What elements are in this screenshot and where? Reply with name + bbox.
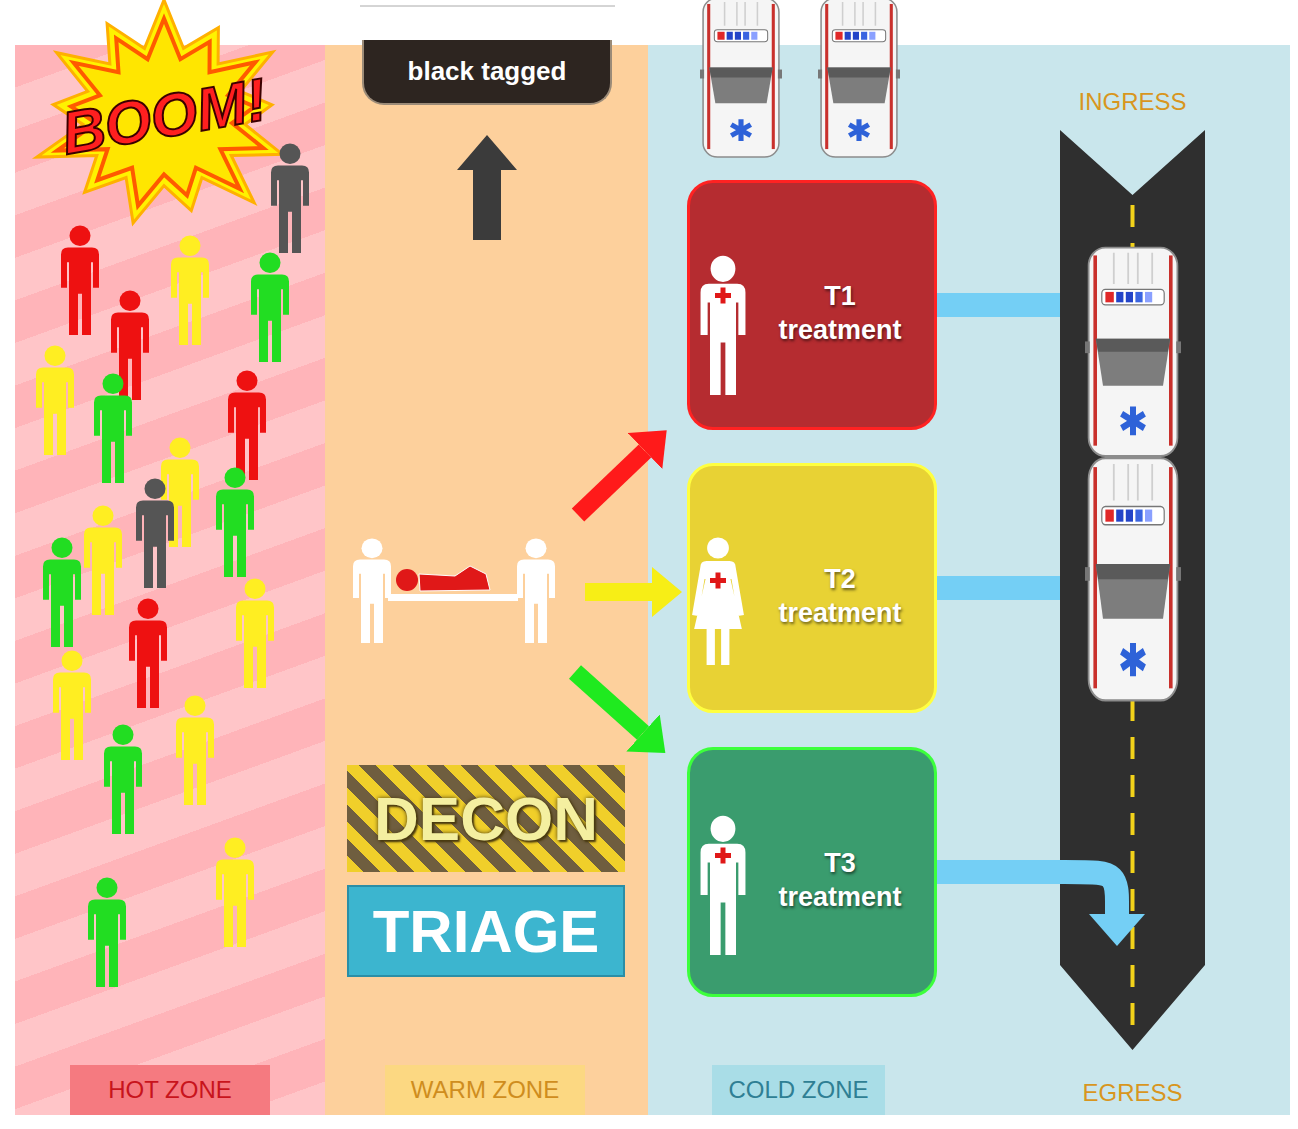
- road-label: EGRESS: [1010, 1078, 1255, 1108]
- victim-figure: [171, 235, 209, 345]
- victim-figure: [53, 650, 91, 760]
- victim-figure: [216, 467, 254, 577]
- medic-figure: [701, 256, 746, 395]
- red-cross: [721, 288, 726, 304]
- victim-figure: [61, 225, 99, 335]
- ambulance: [700, 0, 782, 157]
- triage-arrow: [585, 583, 652, 601]
- victim-figure: [251, 252, 289, 362]
- treatment-label: T1 treatment: [770, 278, 910, 348]
- victim-figure: [136, 478, 174, 588]
- zone-label: COLD ZONE: [712, 1065, 885, 1115]
- road-outline: [1060, 130, 1205, 1050]
- nurse-figure: [692, 538, 744, 666]
- victim-figure: [216, 837, 254, 947]
- red-cross: [715, 293, 731, 298]
- box-label: DECON: [347, 765, 625, 872]
- ambulance: [818, 0, 900, 157]
- treatment-box: T1 treatment: [687, 180, 937, 430]
- cold-zone-band: COLD ZONE T1 treatment T2 treatment T3 trea…: [648, 45, 1290, 1115]
- treatment-box: T3 treatment: [687, 747, 937, 997]
- center-line: [1131, 205, 1135, 1035]
- zone-label: WARM ZONE: [385, 1065, 585, 1115]
- stretcher: [388, 594, 518, 601]
- medic-figure: [701, 816, 746, 955]
- box-label: black tagged: [364, 40, 610, 103]
- patient-head: [396, 569, 418, 591]
- treatment-label: T3 treatment: [770, 845, 910, 915]
- triage-arrow: [575, 672, 643, 733]
- ambulance: [1085, 458, 1181, 700]
- treatment-box: T2 treatment: [687, 463, 937, 713]
- burst-text: BOOM!: [10, 0, 318, 254]
- ambulance: [1085, 248, 1181, 456]
- patient-body: [419, 566, 490, 591]
- victim-figure: [88, 877, 126, 987]
- box-label: TRIAGE: [349, 887, 623, 975]
- victim-figure: [111, 290, 149, 400]
- red-cross: [716, 573, 721, 589]
- treatment-label: T2 treatment: [770, 561, 910, 631]
- red-cross: [710, 578, 726, 583]
- boom-burst: BOOM!: [28, 0, 300, 232]
- road-surface: [1060, 130, 1205, 1050]
- road-label: INGRESS: [1010, 87, 1255, 117]
- victim-figure: [236, 578, 274, 688]
- red-cross: [715, 853, 731, 858]
- victim-figure: [43, 537, 81, 647]
- carrier-figure: [353, 538, 391, 643]
- victim-figure: [228, 370, 266, 480]
- zone-label: HOT ZONE: [70, 1065, 270, 1115]
- black-tag-box: black tagged: [362, 40, 612, 105]
- victim-figure: [94, 373, 132, 483]
- flow-connector: [937, 576, 1060, 600]
- carrier-figure: [517, 538, 555, 643]
- victim-figure: [36, 345, 74, 455]
- up-arrow: [457, 135, 517, 240]
- flow-connector: [937, 872, 1117, 914]
- decon-box: DECON: [347, 765, 625, 872]
- hot-zone-band: HOT ZONEBOOM!: [15, 45, 325, 1115]
- victim-figure: [129, 598, 167, 708]
- victim-figure: [161, 437, 199, 547]
- victim-figure: [104, 724, 142, 834]
- box-edge: [360, 6, 615, 7]
- triage-box: TRIAGE: [347, 885, 625, 977]
- victim-figure: [84, 505, 122, 615]
- red-cross: [721, 848, 726, 864]
- flow-connector: [937, 293, 1060, 317]
- victim-figure: [271, 143, 309, 253]
- victim-figure: [176, 695, 214, 805]
- triage-arrow: [578, 451, 645, 515]
- road: INGRESSEGRESS: [1060, 130, 1205, 1050]
- warm-zone-band: WARM ZONEblack taggedDECONTRIAGE: [325, 45, 648, 1115]
